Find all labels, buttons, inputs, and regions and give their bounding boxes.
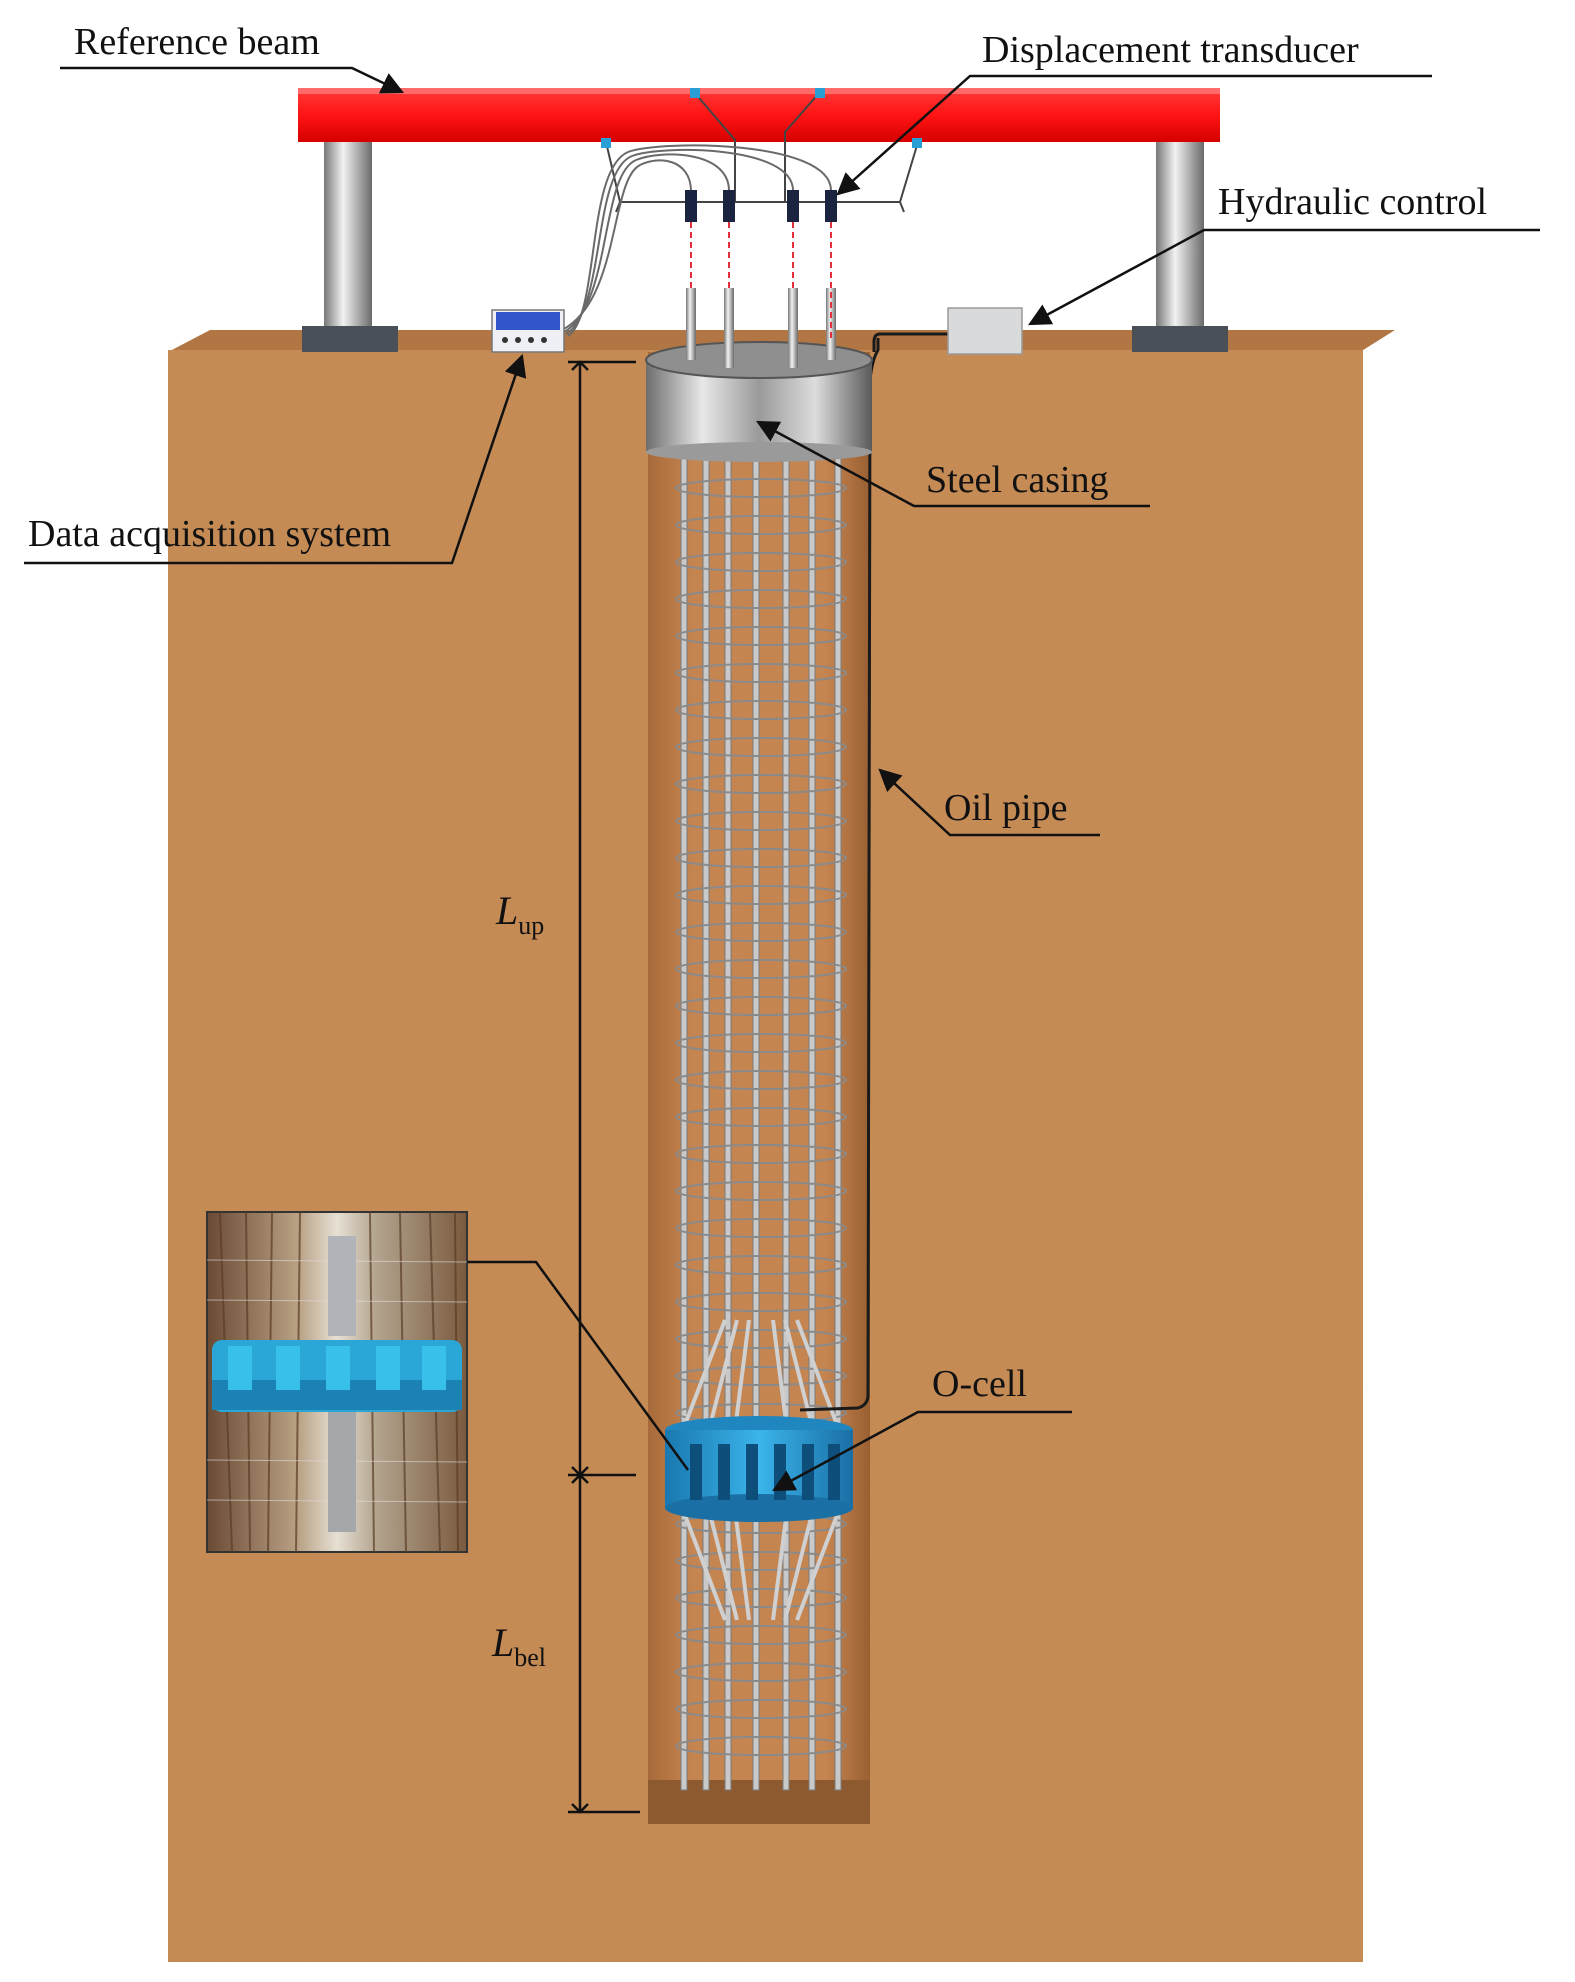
spiral-hoop <box>675 1662 847 1682</box>
spiral-hoop <box>675 922 847 942</box>
flared-bar <box>707 1319 739 1431</box>
spiral-hoop <box>675 1218 847 1238</box>
dimension-label-l-up: Lup <box>495 888 544 940</box>
spiral-hoop <box>675 774 847 794</box>
beam-support-right <box>1132 142 1228 352</box>
o-cell-inset-photo <box>206 1211 468 1553</box>
spiral-hoop <box>675 552 847 572</box>
o-cell <box>665 1416 853 1522</box>
spiral-hoop <box>675 1699 847 1719</box>
spiral-hoop <box>675 1033 847 1053</box>
label-hydraulic-control: Hydraulic control <box>1218 181 1487 223</box>
flared-bar <box>795 1319 841 1431</box>
spiral-hoop <box>675 1588 847 1608</box>
spiral-hoop <box>675 663 847 683</box>
reference-beam <box>298 88 1220 142</box>
data-acquisition-box <box>491 309 565 353</box>
spiral-hoop <box>675 626 847 646</box>
flared-bar <box>783 1509 815 1621</box>
label-reference-beam: Reference beam <box>74 21 320 63</box>
hydraulic-hose <box>872 332 948 352</box>
spiral-hoop <box>675 478 847 498</box>
flared-bar <box>771 1509 789 1621</box>
spiral-hoop <box>675 1070 847 1090</box>
signal-cables <box>561 144 832 337</box>
flared-bar <box>733 1509 751 1621</box>
inset-leader-line <box>467 1260 690 1471</box>
dimension-lines <box>568 360 640 1814</box>
label-o-cell: O-cell <box>932 1363 1027 1405</box>
dimension-label-l-bel: Lbel <box>491 1620 546 1672</box>
hydraulic-control-box <box>947 307 1023 355</box>
label-displacement-transducer: Displacement transducer <box>982 29 1359 71</box>
spiral-hoop <box>675 1181 847 1201</box>
label-data-acquisition-system: Data acquisition system <box>28 513 391 555</box>
spiral-hoop <box>675 1255 847 1275</box>
displacement-transducers <box>685 190 837 340</box>
spiral-hoop <box>675 1551 847 1571</box>
longitudinal-bar <box>702 451 710 1791</box>
spiral-hoop <box>675 1292 847 1312</box>
flared-bar <box>681 1509 727 1621</box>
flared-bar <box>795 1509 841 1621</box>
spiral-hoop <box>675 996 847 1016</box>
spiral-hoop <box>675 589 847 609</box>
spiral-hoop <box>675 515 847 535</box>
spiral-hoop <box>675 885 847 905</box>
steel-casing <box>645 341 873 462</box>
flared-bar <box>783 1319 815 1431</box>
spiral-hoop <box>675 1144 847 1164</box>
flared-bar <box>733 1319 751 1431</box>
oil-pipe <box>799 338 880 1412</box>
spiral-hoop <box>675 959 847 979</box>
flared-bar <box>681 1319 727 1431</box>
spiral-hoop <box>675 1366 847 1386</box>
spiral-hoop <box>675 1736 847 1756</box>
flared-bar <box>707 1509 739 1621</box>
spiral-hoop <box>675 737 847 757</box>
spiral-hoop <box>675 811 847 831</box>
spiral-hoop <box>675 1329 847 1349</box>
spiral-hoop <box>675 848 847 868</box>
beam-support-left <box>302 142 398 352</box>
spiral-hoop <box>675 700 847 720</box>
spiral-hoop <box>675 1625 847 1645</box>
flared-bar <box>771 1319 789 1431</box>
label-steel-casing: Steel casing <box>926 459 1109 501</box>
transducer-brackets <box>601 88 922 213</box>
label-oil-pipe: Oil pipe <box>944 787 1067 829</box>
leader-lines <box>24 66 1540 1492</box>
spiral-hoop <box>675 1107 847 1127</box>
